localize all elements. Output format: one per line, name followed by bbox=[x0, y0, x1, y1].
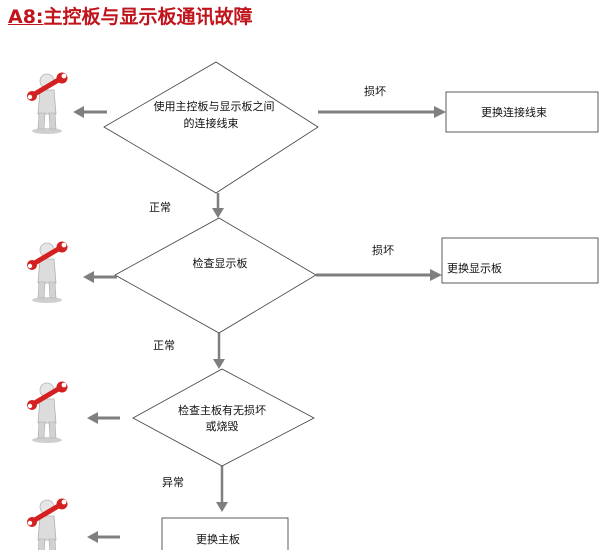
decision-3-line-2: 或烧毁 bbox=[206, 419, 239, 433]
arrowhead-d1-yes bbox=[434, 106, 446, 118]
repairman-wrench-icon bbox=[27, 73, 68, 135]
arrowhead-d2-no bbox=[83, 271, 94, 283]
repairman-wrench-icon bbox=[27, 242, 68, 304]
edge-label-d1-yes: 损坏 bbox=[364, 84, 386, 98]
decision-1-line-1: 使用主控板与显示板之间 bbox=[154, 99, 275, 113]
arrowhead-d2-yes bbox=[430, 269, 442, 281]
title-code: A8: bbox=[8, 6, 44, 28]
decision-2 bbox=[114, 217, 317, 334]
page-title: A8:主控板与显示板通讯故障 bbox=[8, 2, 253, 29]
arrowhead-d2-down bbox=[213, 359, 225, 369]
action-box-1 bbox=[445, 91, 599, 133]
decision-3 bbox=[132, 368, 315, 467]
action-1-label: 更换连接线束 bbox=[481, 105, 547, 119]
decision-1-line-2: 的连接线束 bbox=[184, 116, 239, 130]
decision-3-line-1: 检查主板有无损坏 bbox=[178, 403, 266, 417]
arrowhead-d1-no bbox=[73, 106, 84, 118]
decision-2-line-1: 检查显示板 bbox=[193, 256, 248, 270]
arrowhead-d1-down bbox=[212, 208, 224, 218]
edge-label-d1-down: 正常 bbox=[149, 201, 171, 214]
action-3-label: 更换主板 bbox=[196, 532, 240, 546]
edge-label-d3-down: 异常 bbox=[162, 476, 184, 489]
action-box-3 bbox=[161, 517, 289, 550]
arrowhead-d4-no bbox=[87, 531, 98, 543]
edge-label-d2-down: 正常 bbox=[153, 339, 175, 352]
action-box-2 bbox=[441, 237, 599, 284]
decision-1 bbox=[103, 61, 319, 194]
arrowhead-d3-down bbox=[216, 502, 228, 512]
repairman-wrench-icon bbox=[27, 382, 68, 444]
action-2-label: 更换显示板 bbox=[447, 261, 502, 275]
repairman-wrench-icon bbox=[27, 499, 68, 550]
title-text: 主控板与显示板通讯故障 bbox=[43, 6, 253, 28]
arrowhead-d3-no bbox=[87, 412, 98, 424]
edge-label-d2-yes: 损坏 bbox=[372, 243, 394, 257]
